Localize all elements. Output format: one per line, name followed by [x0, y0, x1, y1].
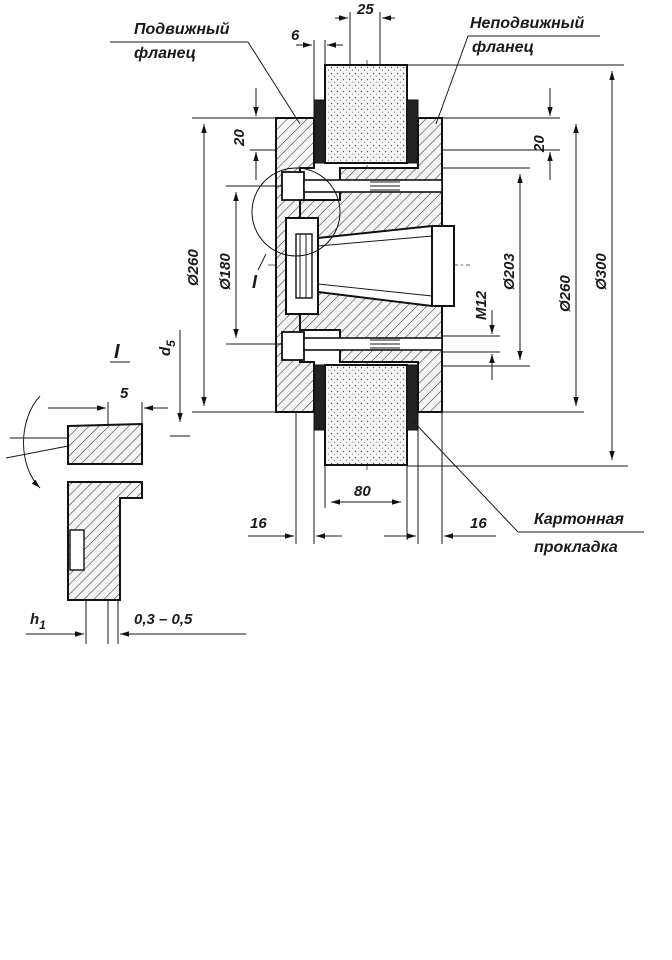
fixed-flange-label-1: Неподвижный: [470, 15, 584, 32]
grinding-wheel-top: [324, 64, 408, 164]
dim-260-right: Ø260: [557, 275, 574, 312]
assembly-section: [251, 60, 470, 470]
grinding-wheel-bottom: [324, 364, 408, 466]
dim-203: Ø203: [501, 253, 518, 290]
detail-view: [5, 361, 246, 644]
dim-20-right: 20: [531, 135, 548, 153]
detail-dim-h1: h1: [30, 611, 46, 632]
gasket-label-1: Картонная: [534, 511, 625, 528]
detail-dim-gap: 0,3 – 0,5: [134, 611, 193, 628]
dim-20-left: 20: [231, 129, 248, 147]
gasket-top-right: [406, 99, 419, 164]
dim-16-right: 16: [470, 515, 487, 532]
dim-260-left: Ø260: [185, 249, 202, 286]
fixed-flange-label-2: фланец: [472, 39, 534, 56]
dim-80: 80: [354, 483, 371, 500]
dimension-lines: [110, 12, 644, 544]
dim-6: 6: [291, 27, 300, 44]
dim-25: 25: [356, 1, 374, 18]
gasket-top-left: [313, 99, 326, 164]
detail-title: I: [114, 341, 120, 363]
dim-16-left: 16: [250, 515, 267, 532]
bolt-head-top: [281, 171, 305, 201]
gasket-bottom-left: [313, 364, 326, 431]
bolt-head-bottom: [281, 331, 305, 361]
movable-flange-label-1: Подвижный: [134, 21, 230, 38]
spindle-end: [431, 225, 455, 307]
dim-300: Ø300: [593, 253, 610, 290]
movable-flange-label-2: фланец: [134, 45, 196, 62]
dim-m12: M12: [473, 290, 490, 320]
gasket-label-2: прокладка: [534, 539, 618, 556]
detail-mark: I: [252, 272, 258, 292]
detail-bottom-part: [67, 481, 143, 601]
dim-d5: d5: [157, 340, 178, 356]
text-labels: Подвижный фланец Неподвижный фланец Карт…: [30, 1, 625, 632]
dim-180: Ø180: [217, 253, 234, 290]
detail-circle: [251, 167, 341, 257]
detail-dim-5: 5: [120, 385, 129, 402]
detail-top-part: [67, 422, 143, 465]
